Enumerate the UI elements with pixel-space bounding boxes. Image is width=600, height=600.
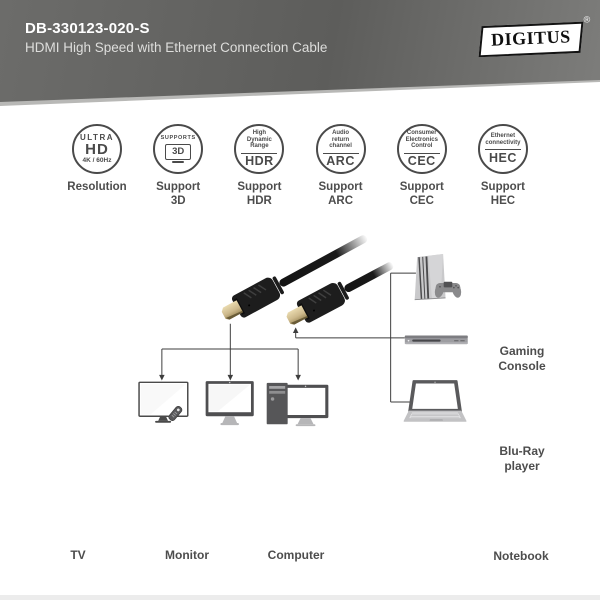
- feature-label-resolution: Resolution: [67, 181, 127, 193]
- arc-badge-icon: Audio return channel ARC: [315, 124, 366, 174]
- badge-divider: [322, 152, 359, 154]
- hdr-badge-icon: High Dynamic Range HDR: [234, 124, 285, 174]
- gaming-console-label: Gaming Console: [498, 344, 546, 373]
- tv-icon-stand: [172, 161, 185, 164]
- monitor-label: Monitor: [165, 548, 209, 562]
- gamepad-icon: [434, 281, 462, 298]
- computer-label: Computer: [267, 548, 325, 562]
- feature-hdr: High Dynamic Range HDR Support HDR: [220, 124, 298, 208]
- ultra-hd-badge-icon: ULTRA HD 4K / 60Hz: [72, 124, 122, 174]
- badge-divider: [484, 149, 521, 151]
- feature-badges-row: ULTRA HD 4K / 60Hz Resolution SUPPORTS 3…: [58, 124, 542, 208]
- digitus-logo: DIGITUS ®: [479, 14, 591, 58]
- remote-control-icon: [168, 405, 183, 421]
- badge-desc-cec: Consumer Electronics Control: [405, 129, 438, 150]
- digitus-wordmark: DIGITUS: [491, 26, 572, 50]
- badge-desc-hec: Ethernet connectivity: [485, 133, 521, 146]
- tv-icon: [138, 381, 189, 423]
- supports-3d-badge-icon: SUPPORTS 3D: [153, 124, 204, 174]
- registered-trademark-icon: ®: [583, 14, 591, 25]
- gaming-console-icon: [414, 254, 462, 301]
- computer-icon: [266, 382, 329, 427]
- badge-text-4k60: 4K / 60Hz: [82, 157, 112, 164]
- feature-hec: Ethernet connectivity HEC Support HEC: [464, 124, 542, 208]
- badge-text-ultra: ULTRA: [79, 133, 114, 142]
- badge-desc-hdr: High Dynamic Range: [246, 129, 272, 150]
- badge-acronym-arc: ARC: [326, 154, 355, 169]
- badge-acronym-hec: HEC: [488, 150, 517, 165]
- feature-resolution: ULTRA HD 4K / 60Hz Resolution: [58, 124, 136, 208]
- right-branch-line: [295, 272, 416, 403]
- blu-ray-player-icon: [404, 335, 468, 345]
- feature-label-cec: Support CEC: [399, 181, 444, 207]
- arrow-to-computer-icon: [295, 374, 301, 381]
- product-model-number: DB-330123-020-S: [25, 20, 150, 37]
- badge-text-hd: HD: [85, 141, 109, 158]
- badge-text-3d: 3D: [172, 146, 185, 158]
- badge-text-supports: SUPPORTS: [160, 134, 196, 141]
- bottom-edge-strip: [0, 595, 600, 600]
- badge-acronym-cec: CEC: [407, 154, 436, 169]
- feature-label-hdr: Support HDR: [237, 181, 282, 207]
- cec-badge-icon: Consumer Electronics Control CEC: [396, 124, 447, 174]
- hdmi-connector-left: [221, 235, 368, 320]
- feature-label-hec: Support HEC: [480, 181, 525, 207]
- arrow-to-tv-icon: [159, 374, 165, 381]
- badge-acronym-hdr: HDR: [245, 154, 274, 169]
- feature-3d: SUPPORTS 3D Support 3D: [139, 124, 217, 208]
- feature-label-arc: Support ARC: [318, 181, 363, 207]
- tv-3d-icon: 3D: [165, 143, 192, 160]
- badge-divider: [241, 152, 278, 154]
- arrow-to-connector-icon: [292, 327, 299, 333]
- feature-cec: Consumer Electronics Control CEC Support…: [383, 124, 461, 208]
- left-branch-line: [161, 323, 299, 376]
- feature-arc: Audio return channel ARC Support ARC: [302, 124, 380, 208]
- feature-label-3d: Support 3D: [156, 181, 201, 207]
- arrow-to-monitor-icon: [227, 374, 234, 381]
- hdmi-connector-right: [286, 262, 394, 325]
- connection-diagram: [138, 235, 468, 427]
- monitor-icon: [205, 381, 254, 426]
- notebook-label: Notebook: [493, 549, 549, 563]
- badge-divider: [403, 152, 440, 154]
- hec-badge-icon: Ethernet connectivity HEC: [477, 124, 528, 174]
- blu-ray-player-label: Blu-Ray player: [499, 444, 545, 473]
- tv-label: TV: [70, 548, 86, 562]
- badge-desc-arc: Audio return channel: [329, 129, 352, 150]
- notebook-icon: [403, 380, 467, 422]
- product-title: HDMI High Speed with Ethernet Connection…: [25, 40, 328, 55]
